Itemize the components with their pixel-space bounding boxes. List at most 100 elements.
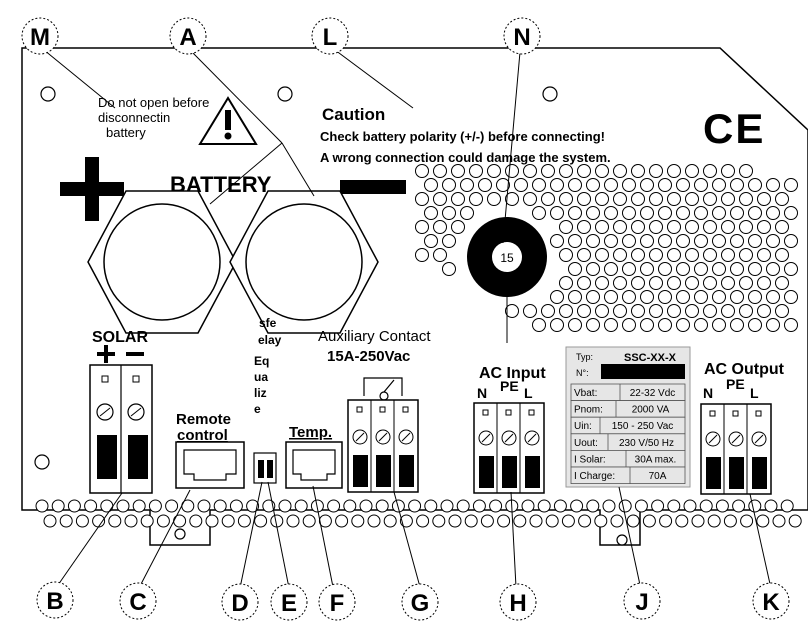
vent-hole: [703, 248, 717, 262]
vent-hole: [559, 276, 573, 290]
bottom-vent-hole: [561, 514, 575, 528]
vent-hole: [667, 248, 681, 262]
vent-hole: [676, 262, 690, 276]
vent-hole: [667, 276, 681, 290]
vent-hole: [559, 248, 573, 262]
bottom-vent-hole: [116, 499, 130, 513]
nameplate-row-value: 22-32 Vdc: [630, 388, 676, 399]
vent-hole: [658, 206, 672, 220]
caution-title: Caution: [322, 105, 385, 124]
vent-hole: [640, 262, 654, 276]
svg-text:L: L: [323, 24, 338, 51]
remote-label-line-1: Remote: [176, 411, 231, 428]
vent-hole: [694, 206, 708, 220]
ce-mark: CE: [703, 105, 765, 152]
nameplate-row-value: 30A max.: [635, 454, 677, 465]
callout-K: K: [752, 582, 790, 620]
caution-line-2: A wrong connection could damage the syst…: [320, 150, 611, 165]
bottom-vent-hole: [788, 514, 802, 528]
nameplate-serial-field: [601, 364, 685, 379]
vent-hole: [649, 164, 663, 178]
vent-hole: [595, 276, 609, 290]
vent-hole: [721, 276, 735, 290]
ac-output-l: L: [750, 385, 759, 401]
vent-hole: [613, 276, 627, 290]
svg-text:C: C: [129, 589, 146, 616]
battery-terminal-positive: [87, 190, 237, 334]
vent-hole: [415, 248, 429, 262]
vent-hole: [469, 192, 483, 206]
vent-hole: [766, 234, 780, 248]
callout-leader-lines: [43, 49, 771, 589]
bottom-vent-hole: [375, 499, 389, 513]
vent-hole: [595, 192, 609, 206]
nameplate-n-label: N°:: [576, 368, 589, 378]
vent-hole: [469, 164, 483, 178]
vent-hole: [442, 178, 456, 192]
vent-hole: [415, 220, 429, 234]
vent-hole: [631, 220, 645, 234]
vent-hole: [694, 234, 708, 248]
vent-hole: [640, 290, 654, 304]
vent-hole: [559, 164, 573, 178]
vent-hole: [505, 164, 519, 178]
vent-hole: [703, 276, 717, 290]
vent-hole: [775, 220, 789, 234]
callout-E: E: [270, 583, 308, 621]
vent-hole: [712, 290, 726, 304]
remote-label-line-2: control: [177, 427, 228, 444]
bottom-vent-hole: [67, 499, 81, 513]
bottom-vent-hole: [100, 499, 114, 513]
vent-hole: [640, 318, 654, 332]
svg-text:A: A: [179, 24, 196, 51]
vent-hole: [676, 318, 690, 332]
vent-hole: [577, 192, 591, 206]
vent-hole: [595, 164, 609, 178]
vent-hole: [613, 192, 627, 206]
vent-hole: [757, 276, 771, 290]
vent-hole: [712, 206, 726, 220]
bottom-vent-hole: [391, 499, 405, 513]
vent-hole: [622, 206, 636, 220]
vent-hole: [433, 164, 447, 178]
vent-hole: [595, 220, 609, 234]
ac-output-terminal-block: [700, 403, 772, 495]
bottom-vent-hole: [359, 499, 373, 513]
vent-hole: [748, 318, 762, 332]
vent-hole: [550, 206, 564, 220]
vent-hole: [631, 248, 645, 262]
vent-hole: [451, 220, 465, 234]
bottom-vent-hole: [399, 514, 413, 528]
vent-hole: [640, 206, 654, 220]
vent-hole: [676, 178, 690, 192]
dip-label-4: ua: [254, 370, 268, 384]
vent-hole: [595, 304, 609, 318]
vent-hole: [712, 262, 726, 276]
bottom-vent-hole: [480, 514, 494, 528]
bottom-vent-hole: [748, 499, 762, 513]
vent-hole: [703, 304, 717, 318]
vent-hole: [775, 276, 789, 290]
vent-hole: [730, 262, 744, 276]
vent-hole: [622, 290, 636, 304]
bottom-vent-hole: [683, 499, 697, 513]
bottom-vent-hole: [691, 514, 705, 528]
nameplate-row-label: Uin:: [574, 421, 592, 432]
svg-text:N: N: [513, 24, 530, 51]
bottom-vent-hole: [723, 514, 737, 528]
vent-hole: [613, 220, 627, 234]
vent-hole: [649, 304, 663, 318]
vent-hole: [604, 290, 618, 304]
vent-hole: [694, 290, 708, 304]
vent-hole: [730, 290, 744, 304]
vent-hole: [658, 318, 672, 332]
battery-plus-symbol: [60, 157, 124, 221]
bottom-vent-hole: [529, 514, 543, 528]
bottom-vent-hole: [173, 514, 187, 528]
vent-hole: [658, 234, 672, 248]
bottom-vent-hole: [343, 499, 357, 513]
nameplate-row-label: Pnom:: [574, 405, 603, 416]
bottom-vent-hole: [108, 514, 122, 528]
bottom-vent-hole: [651, 499, 665, 513]
ventilation-grid: [415, 164, 798, 332]
